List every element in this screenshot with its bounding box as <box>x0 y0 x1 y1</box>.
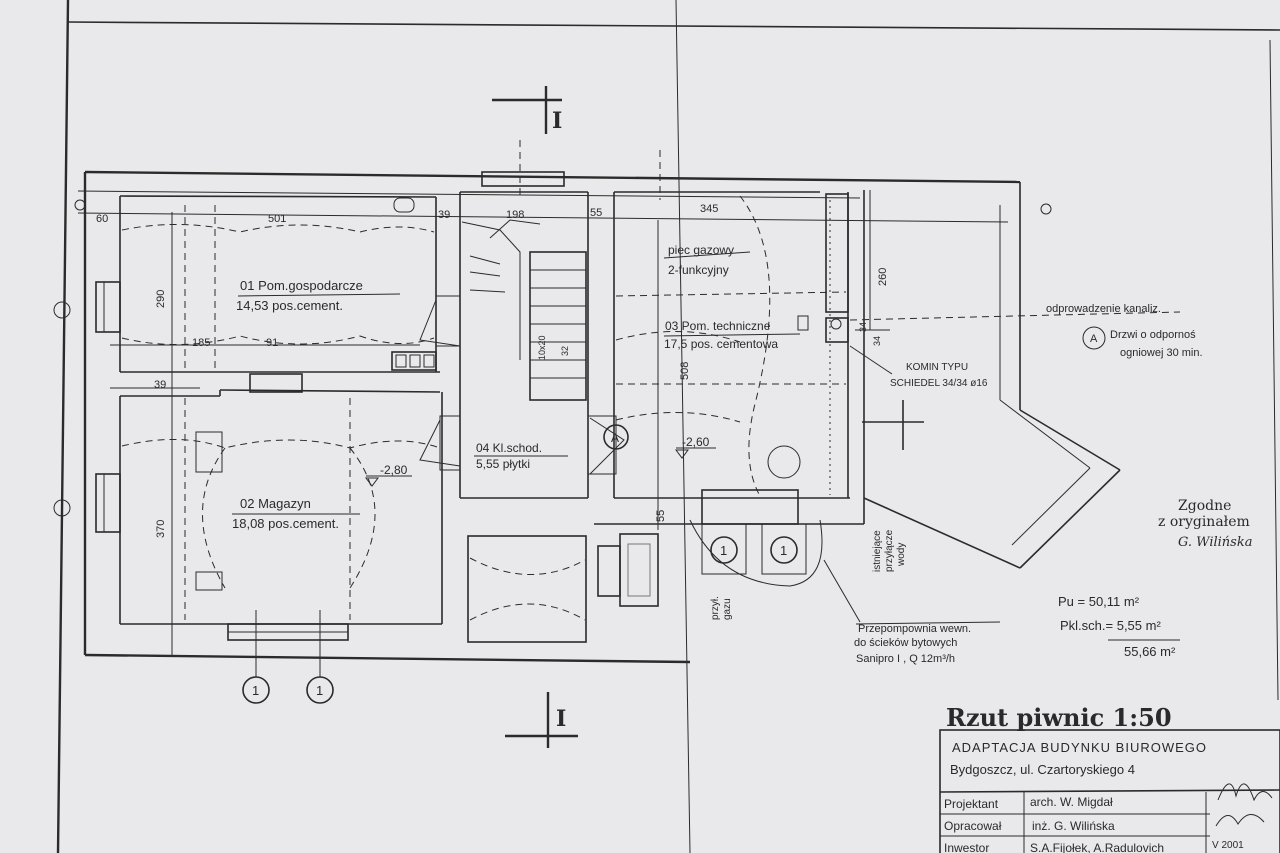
svg-text:198: 198 <box>506 209 524 221</box>
svg-text:39: 39 <box>154 379 166 391</box>
sheet-edge-right <box>1269 39 1279 701</box>
svg-text:gazu: gazu <box>722 598 733 620</box>
svg-text:01 Pom.gospodarcze: 01 Pom.gospodarcze <box>240 278 363 293</box>
svg-text:14,53 pos.cement.: 14,53 pos.cement. <box>236 298 343 313</box>
svg-text:Bydgoszcz, ul. Czartoryskiego: Bydgoszcz, ul. Czartoryskiego 4 <box>950 762 1135 777</box>
svg-text:odprowadzenie kanaliz.: odprowadzenie kanaliz. <box>1046 303 1161 315</box>
svg-text:przyłącze: przyłącze <box>884 529 895 572</box>
svg-text:501: 501 <box>268 213 286 225</box>
svg-text:345: 345 <box>700 203 718 215</box>
windows-left <box>53 171 799 641</box>
svg-text:1: 1 <box>720 543 727 558</box>
room-01-label: 01 Pom.gospodarcze 14,53 pos.cement. <box>236 278 401 313</box>
svg-text:A: A <box>1090 333 1098 345</box>
svg-text:290: 290 <box>155 290 167 308</box>
svg-text:Pkl.sch.= 5,55 m²: Pkl.sch.= 5,55 m² <box>1060 618 1161 633</box>
svg-text:KOMIN TYPU: KOMIN TYPU <box>906 362 968 373</box>
sheet-fold-line <box>675 0 691 853</box>
svg-text:Przepompownia wewn.: Przepompownia wewn. <box>858 623 971 635</box>
svg-text:Pu = 50,11 m²: Pu = 50,11 m² <box>1058 594 1140 609</box>
svg-text:91: 91 <box>266 337 278 349</box>
svg-text:32: 32 <box>560 346 570 356</box>
svg-text:Zgodne: Zgodne <box>1178 498 1231 514</box>
room-03-label: 03 Pom. techniczne 17,5 pos. cementowa <box>663 319 801 351</box>
svg-text:02 Magazyn: 02 Magazyn <box>240 496 311 511</box>
room-02-label: 02 Magazyn 18,08 pos.cement. <box>232 496 360 531</box>
svg-text:Drzwi o odpornoś: Drzwi o odpornoś <box>1110 329 1196 341</box>
svg-text:arch. W. Migdał: arch. W. Migdał <box>1030 795 1113 809</box>
svg-text:10x20: 10x20 <box>537 335 547 360</box>
svg-text:508: 508 <box>679 362 691 380</box>
dimension-lines: 60 501 39 198 55 345 290 185 91 39 370 5… <box>74 190 1052 656</box>
svg-text:60: 60 <box>96 213 108 225</box>
room-04-label: 04 Kl.schod. 5,55 płytki <box>474 441 568 471</box>
svg-text:2-funkcyjny: 2-funkcyjny <box>668 263 729 277</box>
svg-text:V 2001: V 2001 <box>1212 840 1244 851</box>
svg-text:55: 55 <box>655 510 667 522</box>
svg-text:-2,60: -2,60 <box>682 435 710 449</box>
svg-text:ogniowej 30 min.: ogniowej 30 min. <box>1120 347 1203 359</box>
svg-text:370: 370 <box>155 520 167 538</box>
sheet-edge-top <box>67 21 1280 31</box>
svg-text:istniejące: istniejące <box>872 530 883 572</box>
svg-text:39: 39 <box>438 209 450 221</box>
svg-text:55,66 m²: 55,66 m² <box>1124 644 1176 659</box>
svg-text:Sanipro I , Q 12m³/h: Sanipro I , Q 12m³/h <box>856 653 955 665</box>
stairs: 10x20 32 <box>461 219 587 401</box>
svg-text:5,55 płytki: 5,55 płytki <box>476 457 530 471</box>
svg-text:18,08 pos.cement.: 18,08 pos.cement. <box>232 516 339 531</box>
svg-text:260: 260 <box>877 268 889 286</box>
svg-text:A: A <box>611 431 619 445</box>
svg-text:03 Pom. techniczne: 03 Pom. techniczne <box>665 319 771 333</box>
outer-walls <box>83 170 1121 664</box>
svg-text:Opracował: Opracował <box>944 819 1002 833</box>
svg-text:S.A.Fijołek, A.Radulovich: S.A.Fijołek, A.Radulovich <box>1030 841 1164 853</box>
gas-boiler-label: piec gazowy <box>668 243 734 257</box>
svg-text:Inwestor: Inwestor <box>944 841 989 853</box>
detail-markers: 1 1 1 1 <box>242 523 807 704</box>
svg-text:inż. G. Wilińska: inż. G. Wilińska <box>1032 819 1115 833</box>
sheet-edge-left <box>56 0 70 853</box>
section-marker-bottom: I <box>505 692 578 748</box>
vault-lines <box>121 140 1181 620</box>
room-labels: 01 Pom.gospodarcze 14,53 pos.cement. 02 … <box>232 278 801 531</box>
svg-text:I: I <box>552 108 562 134</box>
svg-text:Projektant: Projektant <box>944 797 999 811</box>
svg-text:185: 185 <box>192 337 210 349</box>
section-marker-top: I <box>492 86 562 134</box>
svg-text:04 Kl.schod.: 04 Kl.schod. <box>476 441 542 455</box>
svg-text:przył.: przył. <box>710 596 721 620</box>
area-summary: Pu = 50,11 m² Pkl.sch.= 5,55 m² 55,66 m² <box>1058 594 1180 659</box>
svg-text:SCHIEDEL 34/34 ø16: SCHIEDEL 34/34 ø16 <box>890 378 988 389</box>
certified-copy-stamp: Zgodne z oryginałem G. Wilińska <box>1158 498 1252 550</box>
annex-walls <box>467 533 659 643</box>
drawing-title: Rzut piwnic 1:50 <box>946 703 1172 732</box>
svg-text:-2,80: -2,80 <box>380 463 408 477</box>
svg-text:34: 34 <box>858 322 868 332</box>
title-block: ADAPTACJA BUDYNKU BIUROWEGO Bydgoszcz, u… <box>939 729 1280 853</box>
svg-text:1: 1 <box>316 683 323 698</box>
hatched-elements <box>249 193 849 393</box>
level-marks: -2,80 -2,60 <box>365 435 716 487</box>
svg-text:I: I <box>556 706 566 732</box>
doors <box>195 295 625 591</box>
svg-text:55: 55 <box>590 207 602 219</box>
svg-text:17,5 pos. cementowa: 17,5 pos. cementowa <box>664 337 778 351</box>
svg-text:34: 34 <box>872 336 882 346</box>
svg-text:ADAPTACJA BUDYNKU BIUROWEGO: ADAPTACJA BUDYNKU BIUROWEGO <box>952 740 1207 755</box>
svg-text:z oryginałem: z oryginałem <box>1158 514 1250 530</box>
equipment-labels: piec gazowy 2-funkcyjny odprowadzenie ka… <box>393 197 1203 665</box>
svg-text:wody: wody <box>896 543 907 567</box>
svg-text:G. Wilińska: G. Wilińska <box>1178 535 1252 550</box>
svg-text:1: 1 <box>780 543 787 558</box>
svg-text:do ścieków bytowych: do ścieków bytowych <box>854 637 957 649</box>
svg-text:1: 1 <box>252 683 259 698</box>
